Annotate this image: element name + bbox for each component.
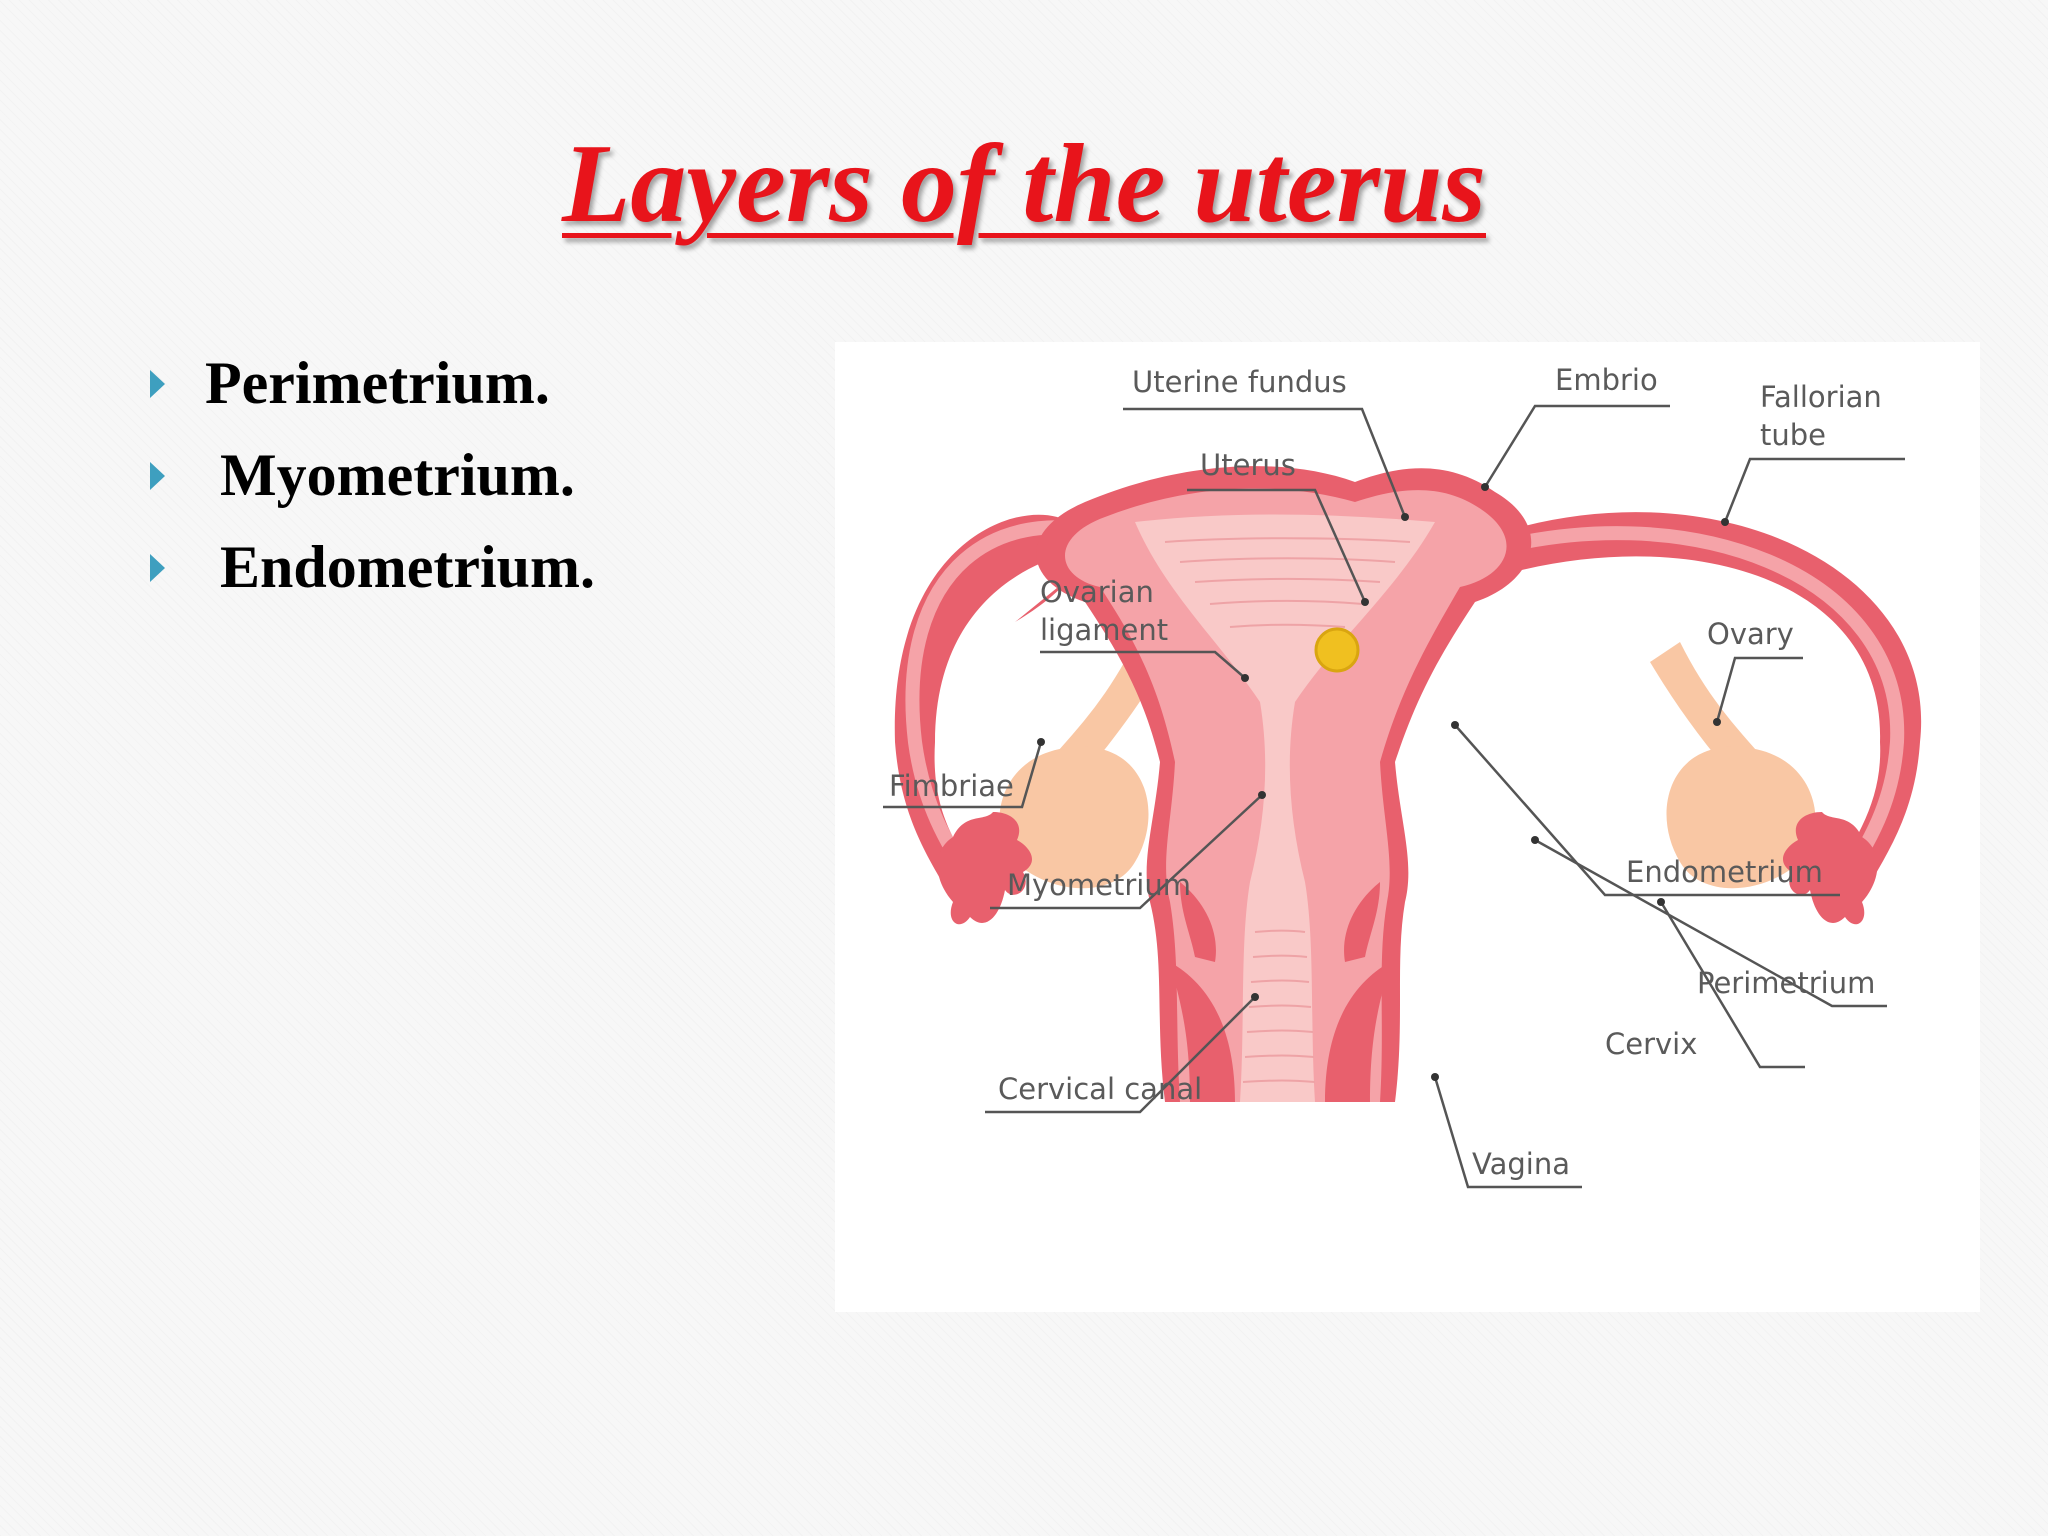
label-ovarian-ligament-line1: Ovarian (1040, 575, 1154, 609)
embryo (1314, 627, 1360, 673)
vagina-right-wall (1325, 962, 1390, 1102)
bullet-list: Perimetrium. Myometrium. Endometrium. (150, 342, 595, 618)
bullet-item-endometrium: Endometrium. (150, 526, 595, 618)
cervix-left-fold (1180, 882, 1216, 962)
label-ovarian-ligament-line2: ligament (1040, 613, 1168, 647)
label-ovary: Ovary (1707, 617, 1794, 651)
bullet-label: Myometrium. (205, 442, 575, 508)
bullet-label: Endometrium. (205, 534, 595, 600)
label-cervix: Cervix (1605, 1027, 1697, 1061)
cervix-right-fold (1344, 882, 1380, 962)
bullet-item-myometrium: Myometrium. (150, 434, 575, 526)
leader-lines (883, 404, 1905, 1189)
label-perimetrium: Perimetrium (1697, 966, 1875, 1000)
vagina-left-wall (1170, 962, 1235, 1102)
uterus-diagram-panel: Uterine fundus Embrio Fallorian tube Ute… (835, 342, 1980, 1312)
label-embrio: Embrio (1555, 363, 1658, 397)
endometrium-texture (1164, 537, 1411, 1083)
leader-dots (1037, 483, 1729, 1081)
bullet-arrow-icon (150, 554, 165, 582)
slide-title-text: Layers of the uterus (562, 122, 1486, 246)
left-tube-lumen (905, 520, 1142, 894)
bullet-arrow-icon (150, 462, 165, 490)
left-fimbriae (937, 812, 1033, 925)
label-cervical-canal: Cervical canal (998, 1072, 1202, 1106)
label-myometrium: Myometrium (1007, 868, 1191, 902)
endometrium-layer (1135, 514, 1435, 1102)
bullet-item-perimetrium: Perimetrium. (150, 342, 550, 434)
label-endometrium: Endometrium (1626, 855, 1823, 889)
right-tube-lumen (1468, 526, 1905, 894)
label-uterus: Uterus (1200, 448, 1296, 482)
left-ovary (999, 746, 1149, 889)
label-fimbriae: Fimbriae (889, 769, 1014, 803)
bullet-arrow-icon (150, 370, 165, 398)
right-fimbriae (1782, 812, 1878, 925)
label-vagina: Vagina (1472, 1147, 1570, 1181)
slide-title: Layers of the uterus (0, 128, 2048, 240)
left-fallopian-tube (894, 514, 1112, 912)
label-fallorian-tube-line1: Fallorian (1760, 380, 1882, 414)
bullet-label: Perimetrium. (205, 350, 550, 416)
right-ovary (1666, 746, 1816, 889)
uterus-diagram: Uterine fundus Embrio Fallorian tube Ute… (883, 363, 1922, 1189)
label-uterine-fundus: Uterine fundus (1132, 365, 1347, 399)
label-fallorian-tube-line2: tube (1760, 418, 1826, 452)
